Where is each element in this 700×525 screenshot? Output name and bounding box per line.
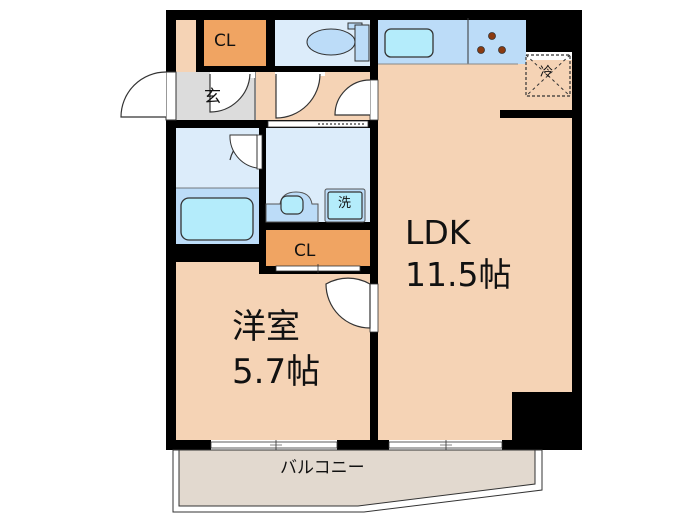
- western-room-name-label: 洋室: [232, 307, 300, 347]
- wall-bottom-left: [166, 440, 211, 450]
- wall-closet-top-bottom: [196, 66, 274, 72]
- outer-wall-left-upper: [166, 10, 176, 72]
- western-room-size-label: 5.7帖: [232, 352, 321, 392]
- wall-center-vertical-mid: [370, 110, 378, 220]
- wall-center-vertical: [370, 10, 378, 110]
- closet-mid: [266, 230, 370, 266]
- outer-wall-left-lower: [166, 120, 176, 450]
- outer-wall-right: [572, 10, 582, 450]
- kitchen-corner-block: [526, 10, 582, 52]
- entrance-label: 玄: [204, 87, 221, 107]
- wall-closet-top-left: [196, 10, 204, 72]
- washer-label: 洗: [338, 196, 352, 211]
- wall-bottom-mid: [337, 440, 389, 450]
- ldk-size-label: 11.5帖: [405, 255, 512, 294]
- balcony-label: バルコニー: [280, 458, 365, 478]
- wall-bath-bottom: [166, 244, 266, 262]
- ldk-floor: [378, 60, 572, 440]
- wall-center-vertical-lower: [370, 220, 378, 450]
- wall-bath-hallway-divider: [254, 72, 256, 120]
- ldk-name-label: LDK: [405, 213, 471, 252]
- kitchen-partition: [500, 110, 572, 118]
- wall-closet-top-right: [266, 10, 275, 72]
- left-strip-floor: [176, 18, 196, 73]
- closet-top: [204, 18, 266, 66]
- wall-toilet-bottom: [266, 66, 370, 72]
- closet-top-label: CL: [214, 31, 236, 51]
- fridge-label: 冷: [540, 65, 554, 80]
- wall-washroom-closet: [266, 222, 370, 230]
- closet-mid-label: CL: [294, 241, 316, 261]
- wall-bath-washroom: [259, 128, 266, 274]
- wall-bottom-right: [502, 440, 582, 450]
